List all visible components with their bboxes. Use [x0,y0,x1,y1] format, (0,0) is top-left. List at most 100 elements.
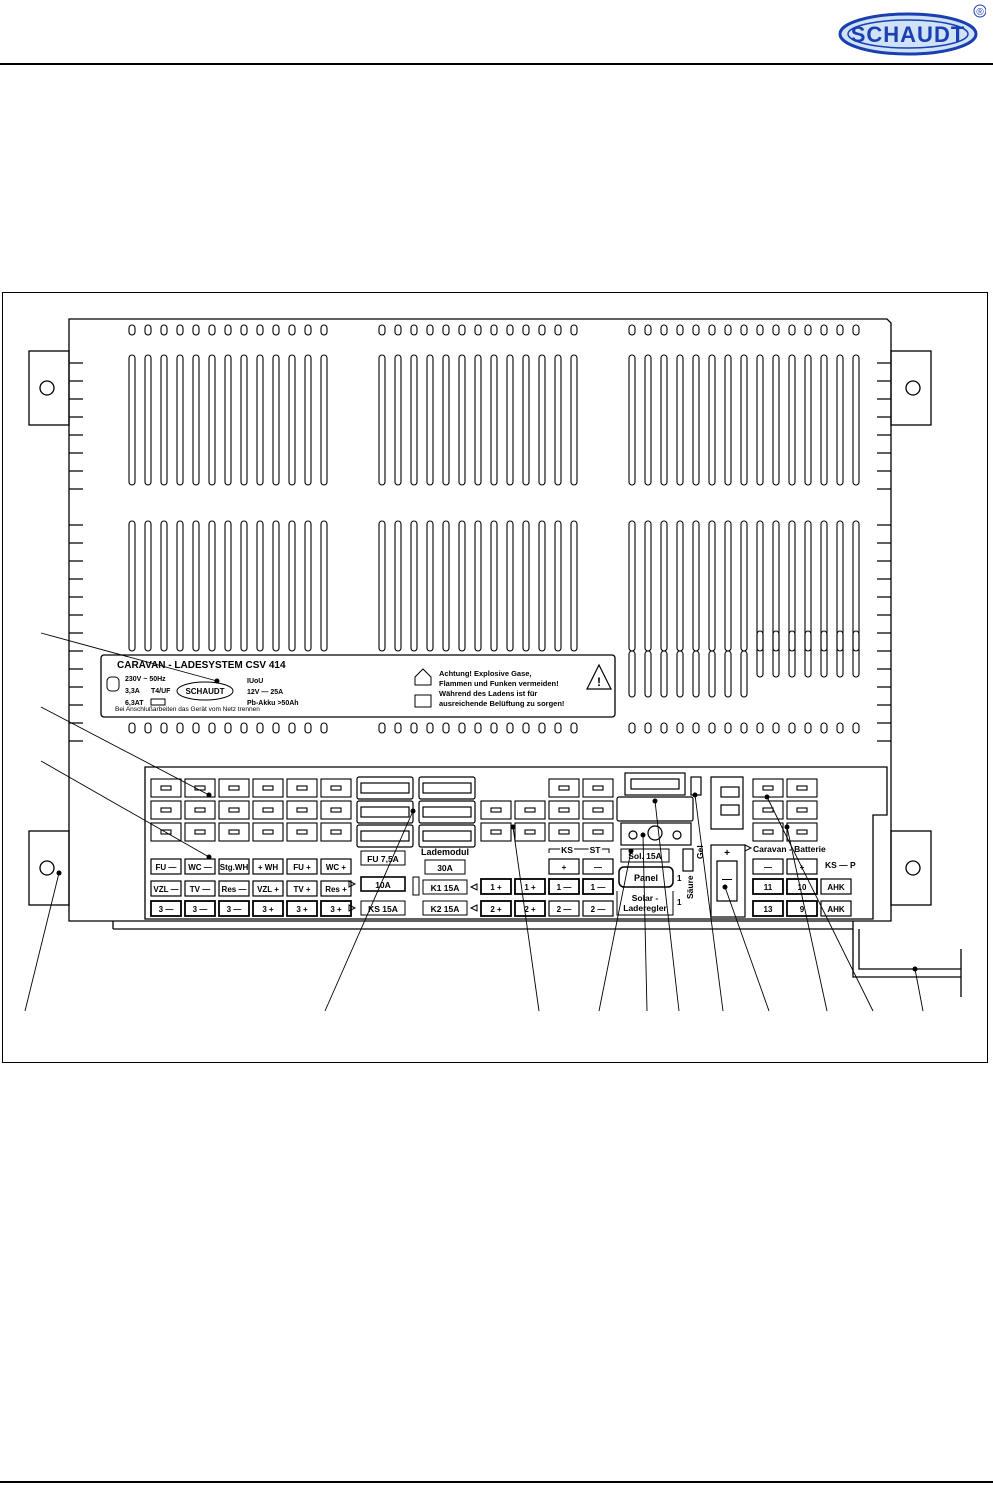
terminal-label-r3-4-box [286,900,318,917]
batterie-r3-2-box [820,900,852,917]
vent-slot [128,722,136,734]
vent-slot [144,520,152,652]
plate-spec-fuse-type: T4/UF [151,688,171,695]
vent-slot [458,354,466,486]
vent-slot [852,324,860,336]
vent-slot [852,722,860,734]
label-plate: CARAVAN - LADESYSTEM CSV 414 230V ~ 50Hz… [100,654,616,718]
plug-socket [786,800,818,820]
mains-socket [710,776,746,918]
vent-slot [378,324,386,336]
vent-slot [708,324,716,336]
terminal-label-r1-4-box [286,858,318,875]
vent-slot [740,520,748,652]
mount-flange-left-bottom [28,830,70,906]
terminal-label-r3-4: 3 + [296,905,308,914]
vent-slot [506,354,514,486]
vent-slot [772,630,780,678]
solar-connector [616,772,694,846]
plug-pin [592,829,604,835]
plug-pin [194,829,206,835]
vent-slot [410,354,418,486]
batterie-r2-1: 10 [798,883,807,892]
plug-socket [150,778,182,798]
solar-regler-1: Solar - [632,893,659,903]
socket-plus: + [724,848,730,859]
vent-slot [836,630,844,678]
vent-slot [788,354,796,486]
vent-slot [256,722,264,734]
power-socket-labels: + — [722,848,732,885]
warning-line-4: ausreichende Belüftung zu sorgen! [439,699,564,708]
mount-flange-right-top [890,350,932,426]
fuse-holders [356,776,476,848]
k1-terminal-1: 1 + [524,883,536,892]
vent-slot [756,630,764,678]
plug-socket [184,778,216,798]
plug-socket [514,800,546,820]
vent-slot [128,324,136,336]
device-diagram: CARAVAN - LADESYSTEM CSV 414 230V ~ 50Hz… [24,318,962,1012]
ks-st-r2-0: 1 — [557,883,572,892]
solar-fuse: Sol. 15A [628,851,662,861]
vent-slot [756,520,764,652]
terminal-label-r3-1-box [184,900,216,917]
vent-slot [394,324,402,336]
vent-slot [192,354,200,486]
vent-slot [442,324,450,336]
vent-slot [304,354,312,486]
vent-slot [852,520,860,652]
batterie-r2-2-box [820,878,852,895]
vent-slot [474,520,482,652]
vent-slot [160,324,168,336]
vent-slot [692,722,700,734]
vent-slot [644,650,652,698]
housing-ribs-left [69,362,83,742]
vent-slot [756,324,764,336]
vent-slot [692,354,700,486]
vent-slot [660,722,668,734]
vent-slot [320,722,328,734]
plate-spec-current: 3,3A [125,688,140,695]
vent-slot [644,722,652,734]
plug-pin [262,829,274,835]
batterie-r2-0: 11 [764,883,773,892]
vent-slot [224,722,232,734]
plug-socket [252,778,284,798]
vent-slot [676,722,684,734]
terminal-label-r2-3: VZL + [257,885,279,894]
plug-socket [752,822,784,842]
plug-pin [330,829,342,835]
vent-slot [320,520,328,652]
terminal-label-r1-1-box [184,858,216,875]
vent-slot [256,520,264,652]
plug-socket [582,800,614,820]
vent-slot [458,722,466,734]
vent-slot [128,520,136,652]
solar-regler-2: Laderegler [623,903,667,913]
vent-slot [788,520,796,652]
vent-slot [570,722,578,734]
plug-pin [296,829,308,835]
plug-pin [558,785,570,791]
vent-slot [410,520,418,652]
terminal-label-r3-1: 3 — [193,905,208,914]
vent-slot [426,354,434,486]
terminal-label-r2-5-box [320,880,352,897]
leader-dots [56,678,918,972]
vent-slot [724,650,732,698]
k2-terminal-0-box [480,900,512,917]
vent-slot [644,324,652,336]
vent-slot [320,324,328,336]
acid-labels: Säure Gel [685,845,705,899]
vent-slot [804,354,812,486]
vent-slot [288,520,296,652]
plug-socket [752,778,784,798]
plug-socket [548,800,580,820]
warning-line-2: Flammen und Funken vermeiden! [439,679,559,688]
plug-pin [558,807,570,813]
vent-slot [176,324,184,336]
vent-slot [804,324,812,336]
plug-socket [480,800,512,820]
batterie-r3-0: 13 [764,905,773,914]
